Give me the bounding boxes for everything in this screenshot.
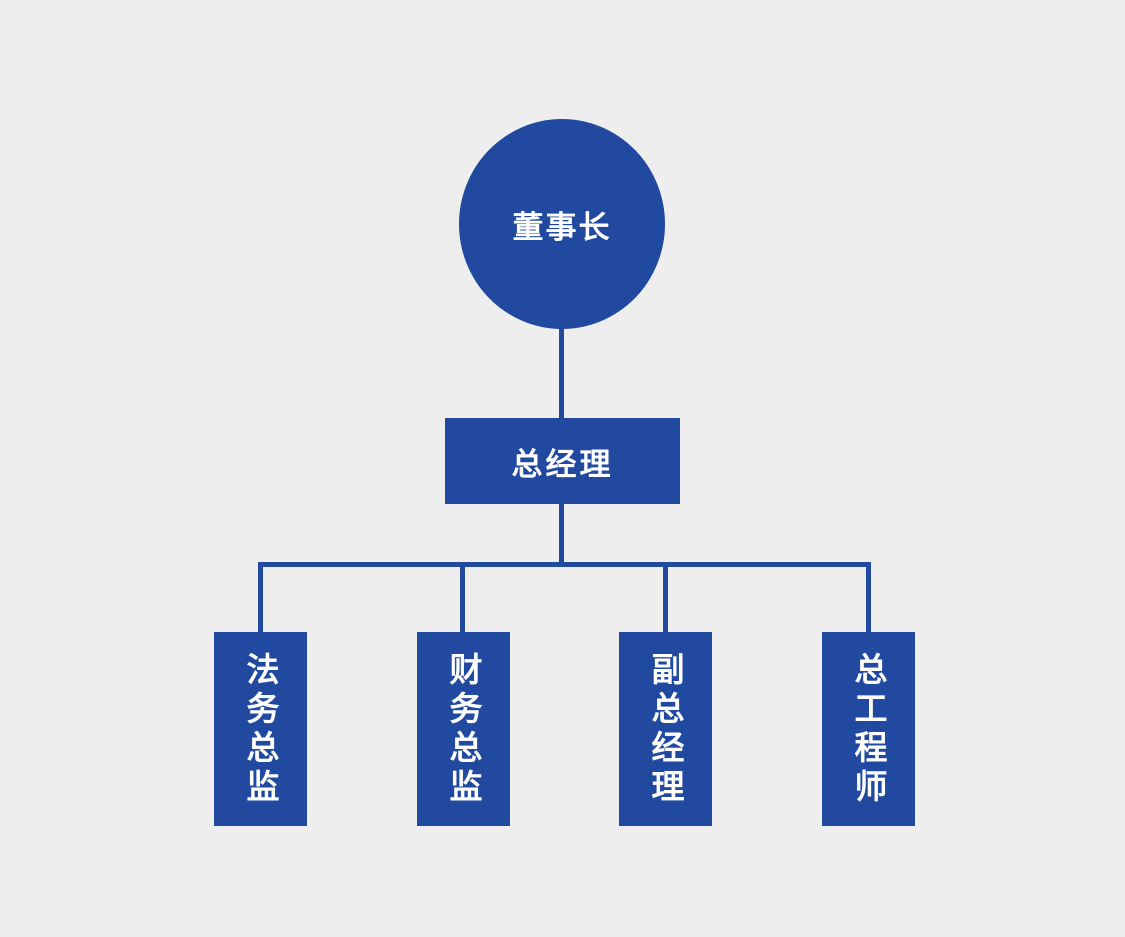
connector-drop-finance bbox=[460, 562, 465, 634]
node-general-manager[interactable]: 总经理 bbox=[445, 418, 680, 504]
connector-root-to-gm bbox=[559, 326, 564, 420]
node-chairman[interactable]: 董事长 bbox=[459, 119, 665, 329]
node-legal-director-label: 法务总监 bbox=[242, 652, 279, 808]
node-legal-director[interactable]: 法务总监 bbox=[214, 632, 307, 826]
connector-horizontal-bus bbox=[258, 562, 871, 567]
node-finance-director[interactable]: 财务总监 bbox=[417, 632, 510, 826]
connector-gm-to-bus bbox=[559, 503, 564, 567]
node-deputy-general-manager[interactable]: 副总经理 bbox=[619, 632, 712, 826]
node-deputy-general-manager-label: 副总经理 bbox=[647, 652, 684, 808]
node-chief-engineer-label: 总工程师 bbox=[850, 652, 887, 808]
node-general-manager-label: 总经理 bbox=[511, 446, 614, 482]
node-chief-engineer[interactable]: 总工程师 bbox=[822, 632, 915, 826]
node-finance-director-label: 财务总监 bbox=[445, 652, 482, 808]
connector-drop-legal bbox=[258, 562, 263, 634]
connector-drop-chief-engineer bbox=[866, 562, 871, 634]
node-chairman-label: 董事长 bbox=[512, 209, 612, 245]
connector-drop-deputy-gm bbox=[663, 562, 668, 634]
